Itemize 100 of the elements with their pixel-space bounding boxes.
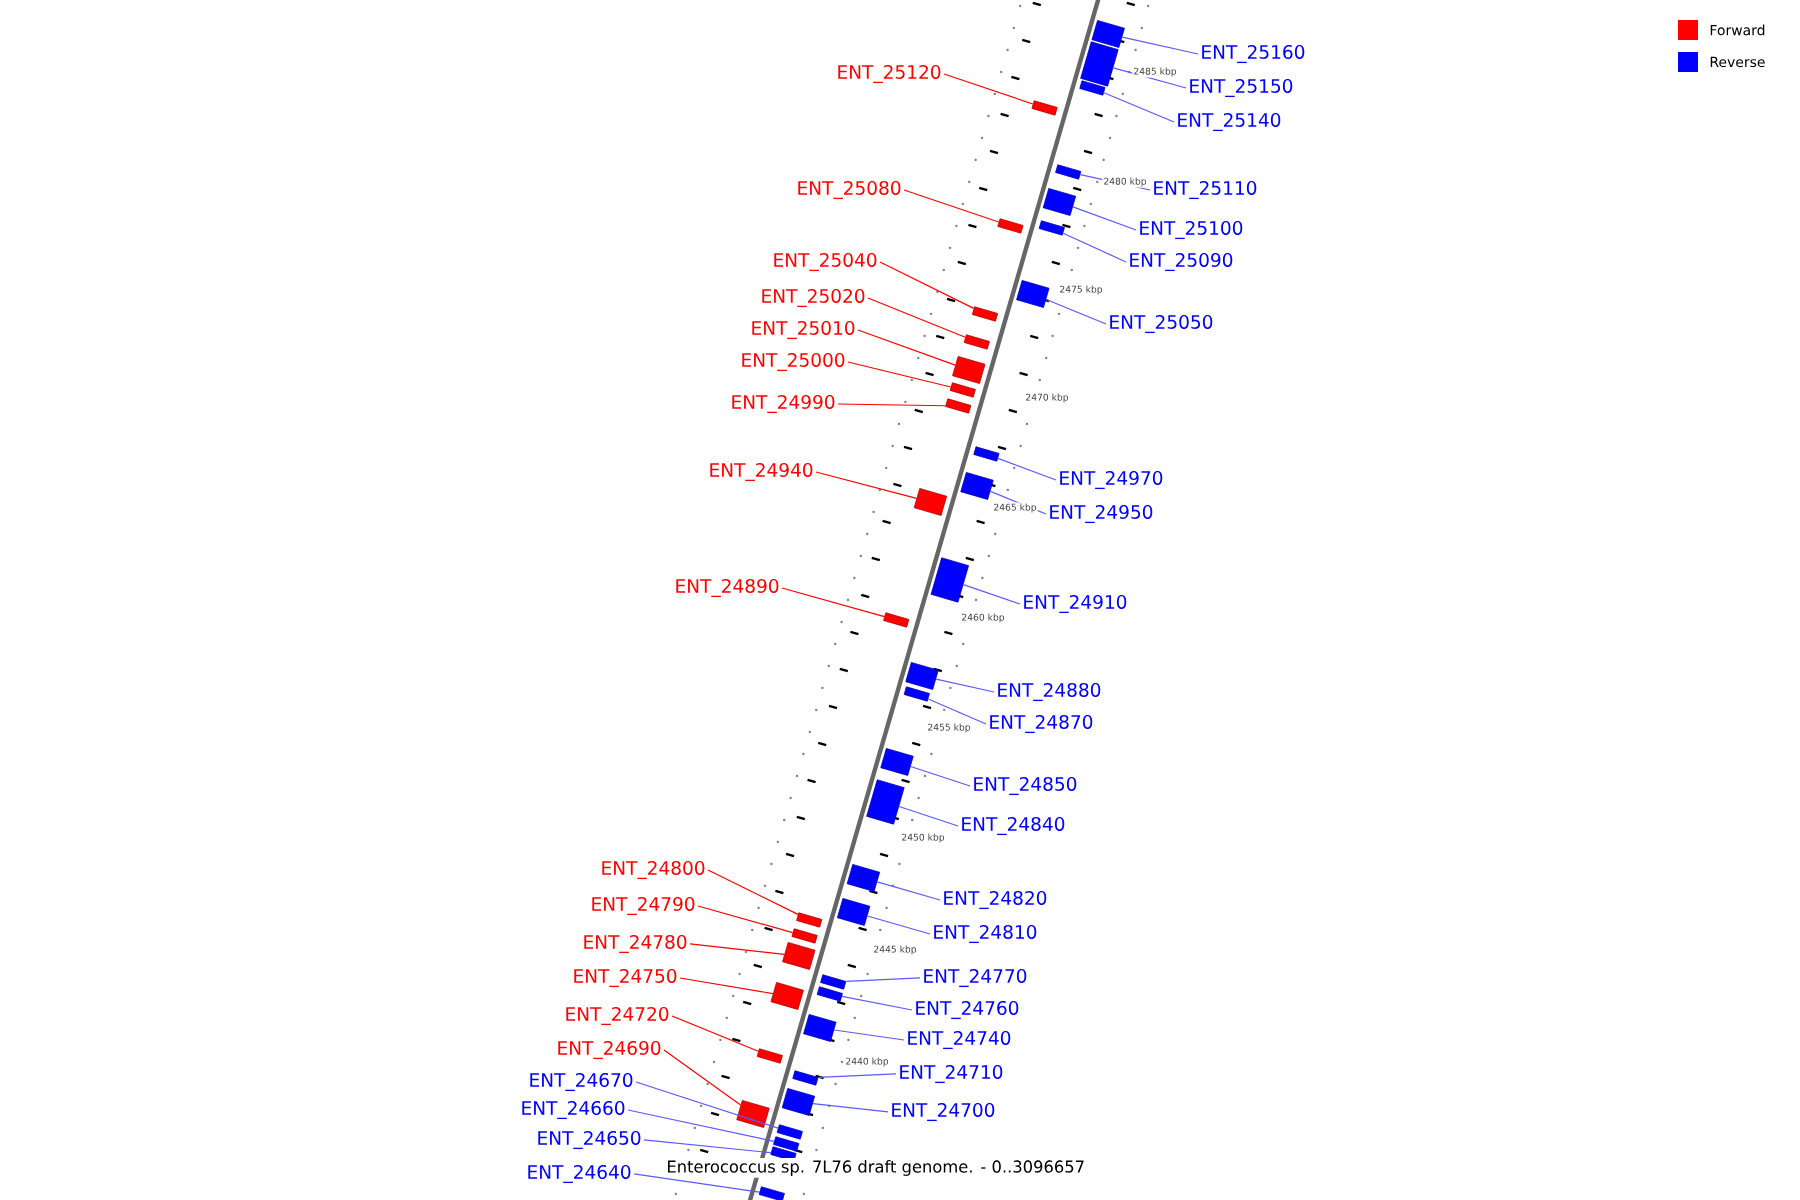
leader-line (635, 1081, 779, 1129)
gene-block (913, 488, 948, 516)
gene-block (791, 928, 818, 944)
caption: Enterococcus sp. 7L76 draft genome. - 0..3096657 (664, 1158, 1088, 1178)
gene-block (1079, 80, 1106, 96)
gene-label: ENT_25010 (752, 320, 855, 340)
leader-line (1045, 298, 1107, 325)
gene-block (880, 748, 914, 776)
gene-label: ENT_24760 (916, 1000, 1019, 1020)
gene-block (792, 1070, 819, 1086)
leader-line (781, 587, 885, 618)
gene-label: ENT_24640 (528, 1164, 631, 1184)
leader-line (837, 403, 946, 407)
gene-block (866, 779, 905, 825)
leader-line (876, 881, 941, 901)
gene-label: ENT_24810 (934, 924, 1037, 944)
gene-label: ENT_25020 (762, 288, 865, 308)
gene-label: ENT_25090 (1130, 252, 1233, 272)
gene-block (1031, 100, 1058, 116)
gene-label: ENT_24660 (522, 1100, 625, 1120)
gene-label: ENT_25000 (742, 352, 845, 372)
gene-label: ENT_24650 (538, 1130, 641, 1150)
gene-label: ENT_24670 (530, 1072, 633, 1092)
leader-line (997, 457, 1057, 481)
gene-block (756, 1048, 783, 1064)
gene-block (803, 1014, 837, 1042)
gene-label: ENT_24750 (574, 968, 677, 988)
leader-line (879, 261, 975, 309)
gene-label: ENT_25050 (1110, 314, 1213, 334)
gene-block (1055, 164, 1082, 180)
gene-block (1016, 280, 1050, 308)
leader-line (812, 1103, 889, 1113)
gene-label: ENT_24890 (676, 578, 779, 598)
gene-label: ENT_24850 (974, 776, 1077, 796)
gene-label: ENT_25110 (1154, 180, 1257, 200)
gene-label: ENT_24910 (1024, 594, 1127, 614)
gene-label: ENT_24700 (892, 1102, 995, 1122)
leader-line (663, 1049, 742, 1106)
leader-line (1062, 232, 1127, 263)
leader-line (633, 1173, 761, 1193)
gene-block (1091, 20, 1125, 48)
gene-label: ENT_24840 (962, 816, 1065, 836)
gene-label: ENT_24870 (990, 714, 1093, 734)
gene-block (883, 612, 910, 628)
leader-line (989, 490, 1047, 515)
leader-line (1103, 92, 1175, 123)
gene-label: ENT_25120 (838, 64, 941, 84)
gene-block (1038, 220, 1065, 236)
gene-label: ENT_24780 (584, 934, 687, 954)
gene-block (963, 334, 990, 350)
gene-label: ENT_24720 (566, 1006, 669, 1026)
leader-line (671, 1015, 759, 1052)
gene-label: ENT_25100 (1140, 220, 1243, 240)
gene-label: ENT_24820 (944, 890, 1047, 910)
gene-block (816, 986, 843, 1002)
leader-line (1072, 206, 1137, 231)
leader-line (627, 1109, 775, 1142)
gene-label: ENT_24790 (592, 896, 695, 916)
leader-line (1112, 67, 1187, 89)
gene-label: ENT_24740 (908, 1030, 1011, 1050)
gene-block (945, 398, 972, 414)
leader-line (697, 905, 794, 934)
gene-block (773, 1136, 800, 1152)
gene-block (1042, 188, 1077, 216)
leader-line (845, 977, 921, 982)
gene-block (770, 1146, 797, 1162)
leader-line (833, 1029, 905, 1041)
gene-label: ENT_24710 (900, 1064, 1003, 1084)
gene-block (796, 912, 823, 928)
leader-line (866, 915, 931, 935)
leader-line (1079, 174, 1151, 191)
gene-label: ENT_24690 (558, 1040, 661, 1060)
gene-block (770, 982, 804, 1010)
gene-block (758, 1186, 785, 1200)
leader-line (867, 297, 966, 338)
gene-label: ENT_25150 (1190, 78, 1293, 98)
gene-label: ENT_24940 (710, 462, 813, 482)
leader-line (707, 869, 799, 915)
leader-line (847, 361, 952, 388)
gene-label: ENT_24770 (924, 968, 1027, 988)
gene-block (960, 472, 994, 500)
gene-block (837, 898, 871, 926)
gene-label: ENT_24950 (1050, 504, 1153, 524)
gene-block (820, 974, 847, 990)
gene-label: ENT_24990 (732, 394, 835, 414)
leader-line (841, 995, 913, 1011)
gene-label: ENT_25080 (798, 180, 901, 200)
leader-line (679, 977, 774, 995)
gene-block (997, 218, 1024, 234)
leader-line (898, 805, 959, 827)
gene-block (930, 557, 969, 603)
gene-block (973, 446, 1000, 462)
leader-line (910, 765, 971, 787)
leader-line (689, 943, 785, 955)
leader-line (943, 73, 1034, 105)
leader-line (817, 1073, 897, 1078)
gene-block (776, 1124, 803, 1140)
leader-line (903, 189, 1000, 223)
gene-label: ENT_24970 (1060, 470, 1163, 490)
gene-block (736, 1100, 770, 1128)
